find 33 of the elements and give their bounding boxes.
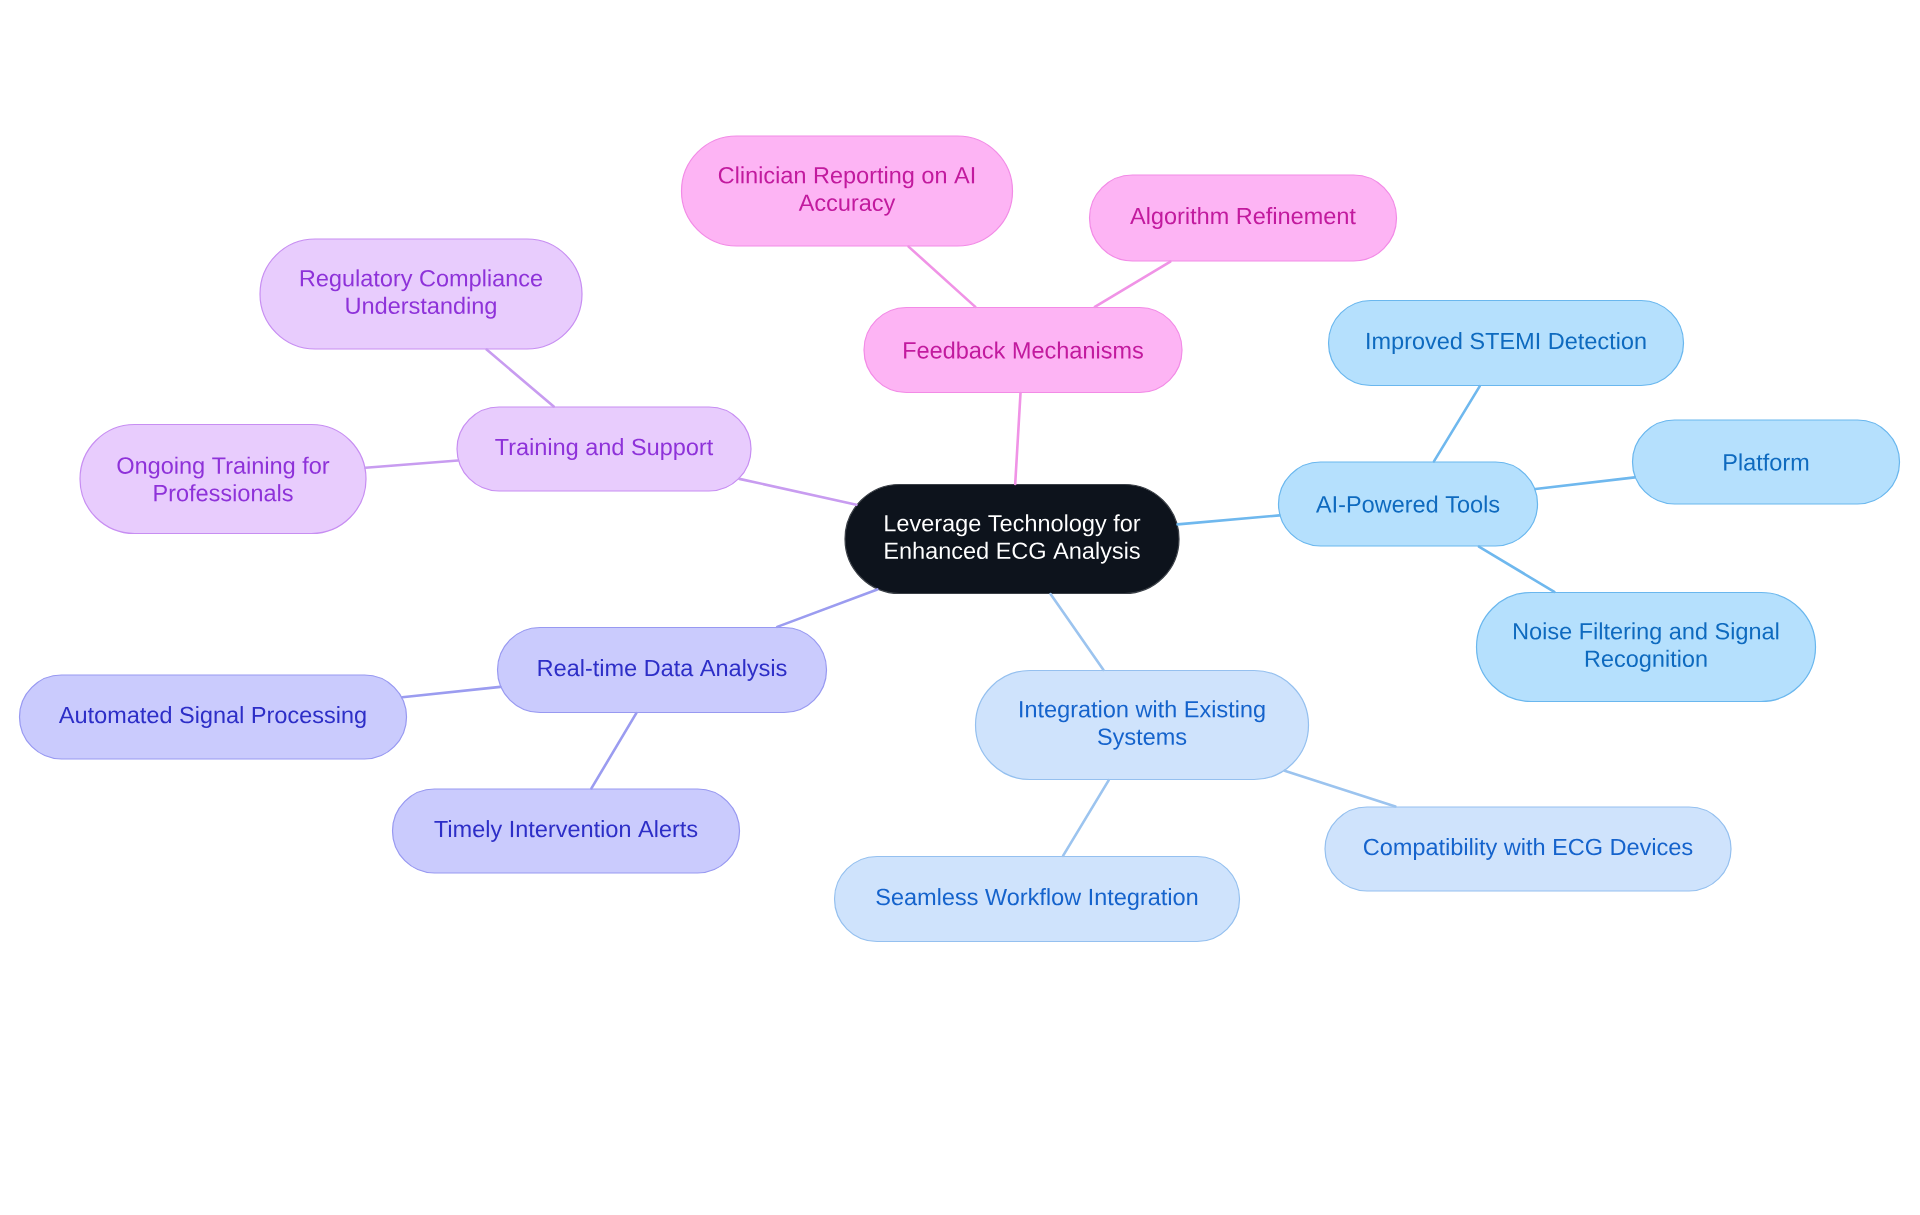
connector-line (1283, 769, 1397, 808)
detail-box: Improved STEMI Detection (1327, 299, 1685, 387)
connector-line (1176, 514, 1281, 526)
connector-line (485, 348, 555, 408)
detail-box: Algorithm Refinement (1088, 174, 1398, 262)
connector-line (590, 711, 638, 790)
detail-box: Noise Filtering and Signal Recognition (1475, 591, 1817, 703)
subtopic-box: AI-Powered Tools (1277, 461, 1539, 547)
subtopic-box: Feedback Mechanisms (863, 306, 1183, 394)
subtopic-box: Training and Support (456, 406, 752, 492)
connector-line (400, 685, 502, 699)
connector-line (1049, 592, 1105, 672)
connector-line (1534, 476, 1637, 491)
connector-line (1093, 260, 1172, 309)
connector-line (1432, 384, 1482, 463)
central-topic-box: Leverage Technology for Enhanced ECG Analysis (844, 483, 1180, 595)
detail-box: Regulatory Compliance Understanding (259, 238, 583, 350)
detail-box: Timely Intervention Alerts (391, 788, 741, 874)
connector-line (1061, 778, 1111, 858)
connector-line (1477, 545, 1556, 594)
connector-line (364, 459, 460, 470)
subtopic-box: Integration with Existing Systems (974, 669, 1310, 781)
subtopic-box: Real-time Data Analysis (496, 626, 828, 714)
detail-box: Compatibility with ECG Devices (1324, 806, 1732, 892)
detail-box: Seamless Workflow Integration (833, 855, 1241, 943)
detail-box: Automated Signal Processing (18, 674, 408, 760)
detail-box: Ongoing Training for Professionals (79, 423, 367, 535)
connector-line (738, 477, 858, 506)
connector-line (775, 588, 879, 629)
connector-line (1013, 391, 1022, 486)
detail-box: Platform (1631, 419, 1901, 505)
connector-line (907, 245, 977, 309)
detail-box: Clinician Reporting on AI Accuracy (680, 135, 1014, 247)
